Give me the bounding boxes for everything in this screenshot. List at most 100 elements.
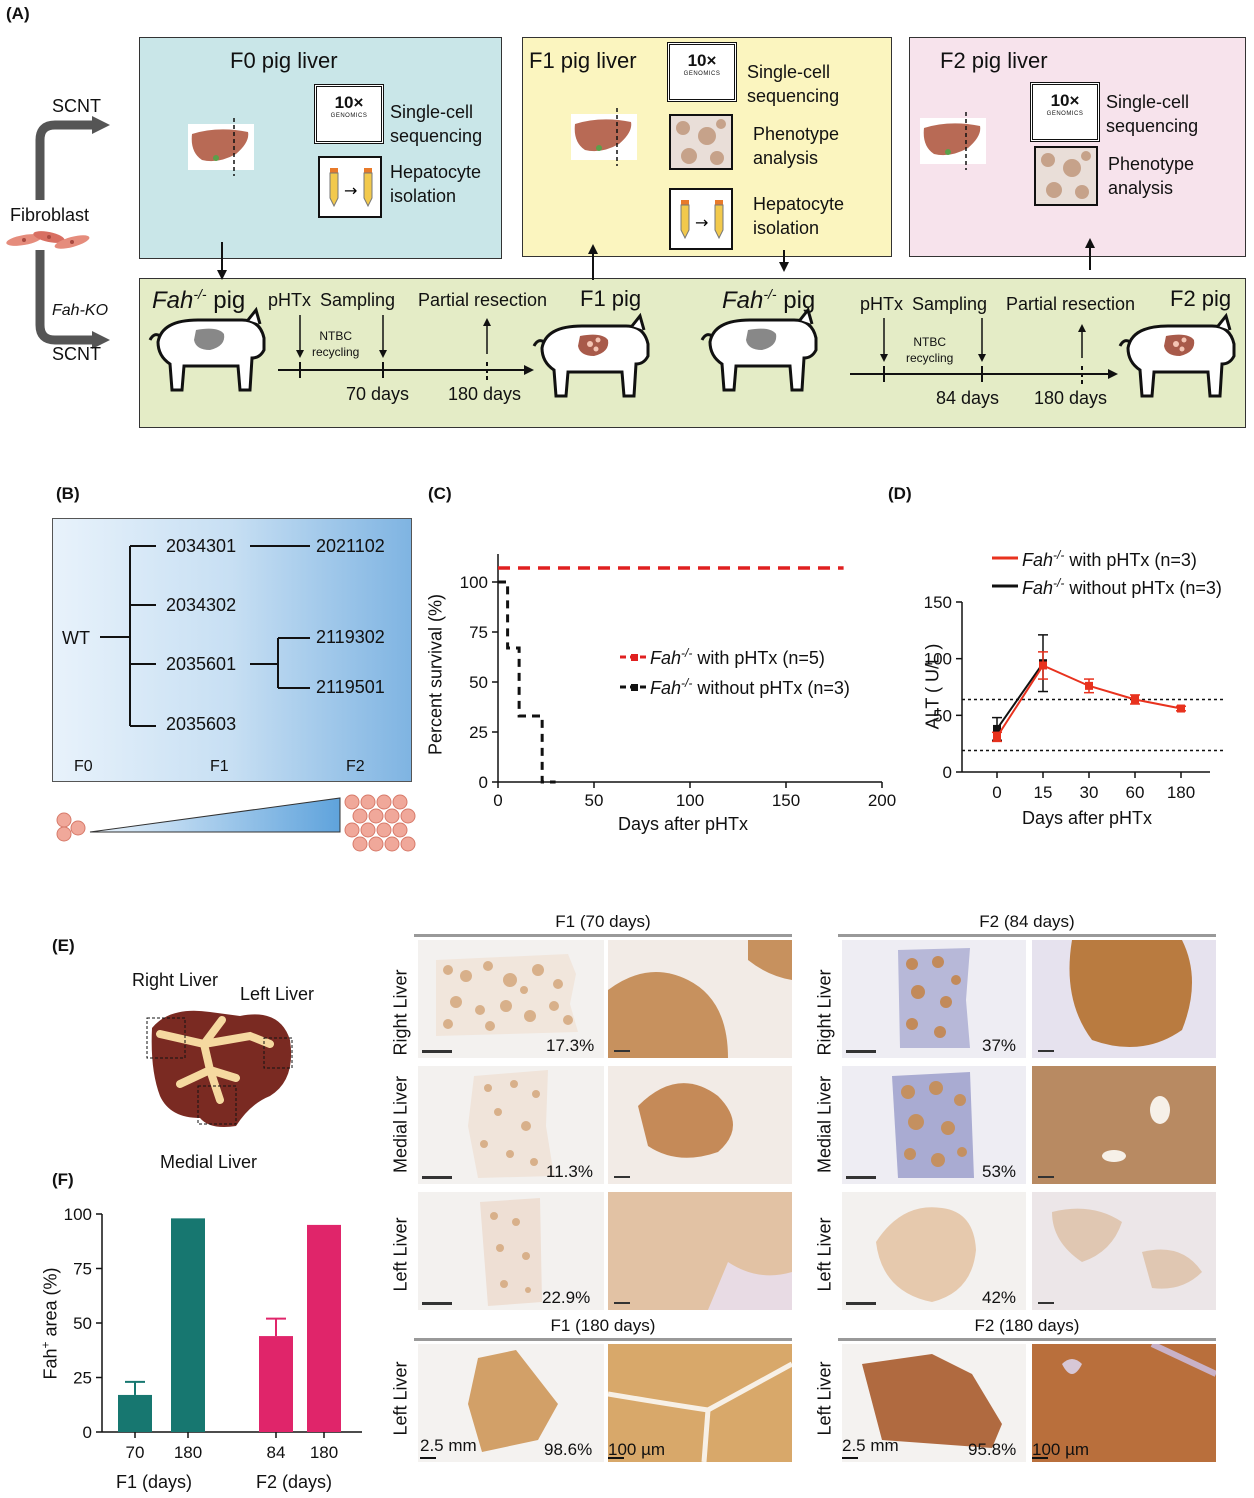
tree-node: 2035601: [166, 654, 237, 674]
f1-title: F1 pig liver: [529, 48, 637, 73]
scale-mm-f2: 2.5 mm: [842, 1436, 899, 1455]
f1-70-header: F1 (70 days): [555, 912, 651, 931]
scale-um-f1: 100 µm: [608, 1440, 666, 1459]
pct-f1-right: 17.3%: [546, 1036, 595, 1055]
pig-icon: [532, 312, 650, 398]
days-70-label: 70 days: [346, 384, 410, 404]
d-legend-with: Fah-/- with pHTx (n=3): [1022, 548, 1197, 570]
c-legend-without: Fah-/- without pHTx (n=3): [650, 676, 850, 698]
10x-genomics-icon: 10×GENOMICS: [314, 84, 384, 144]
fibroblast-label: Fibroblast: [10, 205, 90, 225]
scale-bar: [420, 1457, 436, 1459]
x-tick-label: 0: [493, 791, 502, 810]
row-label-right: Right Liver: [814, 969, 835, 1056]
pct-f1-left: 22.9%: [542, 1288, 591, 1307]
slide-f2-left: [842, 1192, 1026, 1310]
svg-text:→: →: [344, 181, 357, 200]
gen-label: F1: [210, 758, 229, 775]
pct-f2-180: 95.8%: [968, 1440, 1017, 1459]
c-ylabel: Percent survival (%): [425, 593, 446, 756]
fah-area-bar: [171, 1218, 205, 1432]
tree-node: 2034302: [166, 595, 237, 615]
fah-area-bar: [259, 1336, 293, 1432]
f2-84-header: F2 (84 days): [979, 912, 1075, 931]
phtx-label-1: pHTx: [268, 290, 312, 310]
f1-180-header: F1 (180 days): [550, 1316, 656, 1335]
alt-series-line: [996, 662, 1044, 730]
row-label-medial: Medial Liver: [390, 1075, 411, 1174]
row-label-left: Left Liver: [390, 1217, 411, 1292]
wt-node: WT: [62, 628, 90, 648]
lineage-tree-box: [52, 518, 412, 782]
pct-f2-medial: 53%: [982, 1162, 1017, 1181]
pct-f2-right: 37%: [982, 1036, 1017, 1055]
y-tick-label: 50: [933, 706, 952, 725]
x-tick-label: 60: [1126, 783, 1145, 802]
hepatocyte-isolation-icon: →: [669, 188, 733, 250]
days-180-label-2: 180 days: [1034, 388, 1108, 408]
panel-label-a: (A): [6, 4, 30, 23]
tree-node: 2119302: [316, 627, 385, 647]
slide-f2-right: [842, 940, 1026, 1058]
timeline-arrows: [217, 238, 1118, 386]
micro-f2-medial: [1032, 1066, 1216, 1184]
f2-180-header: F2 (180 days): [974, 1316, 1080, 1335]
f2-title: F2 pig liver: [940, 48, 1048, 73]
scale-mm-f1: 2.5 mm: [420, 1436, 477, 1455]
micro-f2-left: [1032, 1192, 1216, 1310]
lineage-tree-lines: [100, 545, 310, 727]
liver-icon: [188, 118, 254, 176]
gen-label: F2: [346, 758, 365, 775]
panel-label-e: (E): [52, 936, 75, 955]
x-tick-label: 50: [585, 791, 604, 810]
micro-f2-left-180: [1032, 1344, 1216, 1462]
tree-node: 2119501: [316, 677, 385, 697]
f-group-f1: F1 (days): [116, 1472, 193, 1492]
sampling-label-1: Sampling: [320, 290, 396, 310]
x-tick-label: 30: [1080, 783, 1099, 802]
medial-liver-label: Medial Liver: [160, 1152, 258, 1172]
pct-f2-left: 42%: [982, 1288, 1017, 1307]
left-liver-label: Left Liver: [240, 984, 315, 1004]
days-84-label: 84 days: [936, 388, 1000, 408]
scnt-top-label: SCNT: [52, 96, 101, 116]
panel-label-d: (D): [888, 484, 912, 503]
gen-label: F0: [74, 758, 93, 775]
fibroblast-cells-icon: [6, 231, 90, 249]
row-label-left: Left Liver: [814, 1217, 835, 1292]
panel-label-b: (B): [56, 484, 80, 503]
right-liver-label: Right Liver: [132, 970, 219, 990]
header-rule: [414, 1338, 792, 1341]
x-tick-label: 180: [310, 1443, 338, 1462]
alt-point: [1131, 695, 1139, 704]
fah-area-bar: [118, 1394, 152, 1432]
y-tick-label: 25: [469, 723, 488, 742]
10x-genomics-icon: 10×GENOMICS: [667, 42, 737, 102]
fah-area-bar: [307, 1224, 341, 1432]
liver-icon: [571, 108, 637, 166]
pig-icon: [700, 306, 818, 392]
timeline-box: [139, 278, 1246, 428]
phenotype-analysis-icon: [669, 114, 733, 170]
x-tick-label: 100: [676, 791, 704, 810]
row-label-left-180: Left Liver: [390, 1361, 411, 1436]
y-tick-label: 50: [469, 673, 488, 692]
d-legend-swatches: [992, 556, 1018, 588]
alt-series-line: [996, 664, 1182, 738]
micro-f1-medial: [608, 1066, 792, 1184]
days-180-label-1: 180 days: [448, 384, 522, 404]
scnt-bottom-label: SCNT: [52, 344, 101, 364]
slide-f2-medial: [842, 1066, 1026, 1184]
x-tick-label: 150: [772, 791, 800, 810]
micro-f2-right: [1032, 940, 1216, 1058]
f1-pig-label: F1 pig: [580, 286, 642, 311]
